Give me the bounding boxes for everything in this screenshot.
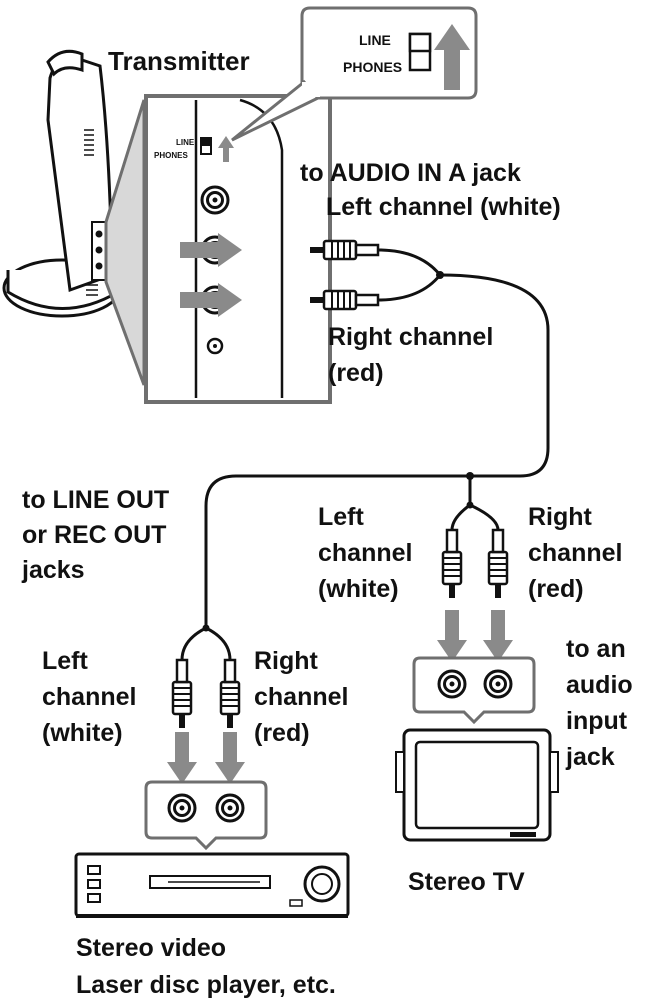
rca-jack-icon <box>437 669 467 699</box>
stereo-video-label: Stereo video <box>76 934 226 962</box>
arrow-icon <box>437 610 467 662</box>
audio-input-label-2: audio <box>566 671 633 699</box>
tv-right-label-2: channel <box>528 539 622 567</box>
callout-line-label: LINE <box>359 32 391 48</box>
rca-plug-icon <box>441 528 463 600</box>
rca-plug-icon <box>487 528 509 600</box>
audio-input-label-1: to an <box>566 635 626 663</box>
switch-line-label: LINE <box>176 138 195 147</box>
left-channel-white-label: Left channel (white) <box>326 193 561 221</box>
vcr-left-label-1: Left <box>42 647 89 675</box>
transmitter-unit <box>2 49 122 318</box>
vcr-left-label-2: channel <box>42 683 136 711</box>
laser-disc-label: Laser disc player, etc. <box>76 971 336 999</box>
arrow-icon <box>434 24 470 90</box>
rca-jack-icon <box>167 793 197 823</box>
tv-left-label-1: Left <box>318 503 365 531</box>
tv-right-label-1: Right <box>528 503 593 531</box>
switch-phones-label: PHONES <box>154 151 188 160</box>
audio-input-label-4: jack <box>565 743 615 771</box>
line-out-label-2: or REC OUT <box>22 521 166 549</box>
vcr-left-label-3: (white) <box>42 719 123 747</box>
line-out-label-3: jacks <box>21 556 85 584</box>
arrow-icon <box>215 732 245 784</box>
tv-right-label-3: (red) <box>528 575 584 603</box>
stereo-tv <box>395 728 559 842</box>
transmitter-label: Transmitter <box>108 46 250 76</box>
tv-left-label-2: channel <box>318 539 412 567</box>
line-out-label-1: to LINE OUT <box>22 486 169 514</box>
arrow-icon <box>167 732 197 784</box>
rca-jack-icon <box>215 793 245 823</box>
audio-in-a-label: to AUDIO IN A jack <box>300 159 521 187</box>
audio-cable <box>180 248 550 661</box>
arrow-icon <box>218 136 234 162</box>
rca-plug-icon <box>219 658 241 730</box>
arrow-icon <box>483 610 513 662</box>
audio-input-label-3: input <box>566 707 628 735</box>
callout-phones-label: PHONES <box>343 59 402 75</box>
rca-jack-icon <box>483 669 513 699</box>
right-channel-red-label: (red) <box>328 359 384 387</box>
tv-jack-panel <box>412 656 536 725</box>
stereo-tv-label: Stereo TV <box>408 868 525 896</box>
vcr-right-label-1: Right <box>254 647 319 675</box>
rca-plug-icon <box>171 658 193 730</box>
stereo-video-player <box>74 852 350 918</box>
switch-callout <box>231 6 478 142</box>
rca-jack-icon <box>200 185 230 215</box>
tv-left-label-3: (white) <box>318 575 399 603</box>
right-channel-label: Right channel <box>328 323 493 351</box>
vcr-right-label-3: (red) <box>254 719 310 747</box>
switch-icon <box>201 138 211 146</box>
vcr-right-label-2: channel <box>254 683 348 711</box>
vcr-jack-panel <box>144 780 268 851</box>
